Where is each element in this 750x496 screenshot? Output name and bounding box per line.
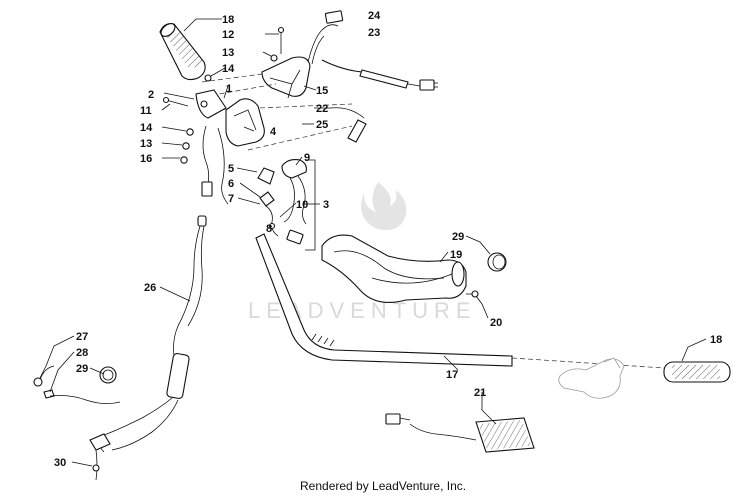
hand-guard: [321, 234, 467, 303]
callout-13-top: 13: [222, 47, 234, 59]
callout-20: 20: [490, 317, 502, 329]
callout-17: 17: [446, 369, 458, 381]
heater-lead-wire: [329, 107, 367, 143]
callout-30: 30: [54, 457, 66, 469]
callout-labels: 1 2 3 4 5 6 7 8 9 10 11 12 13 13 14 14 1…: [54, 10, 722, 469]
callout-29-left: 29: [76, 363, 88, 375]
nut: [204, 74, 212, 82]
handlebar: [255, 233, 513, 367]
callout-27: 27: [76, 331, 88, 343]
callout-29-right: 29: [452, 231, 464, 243]
callout-26: 26: [144, 282, 156, 294]
clamp-bolt: [270, 26, 285, 62]
callout-28: 28: [76, 347, 88, 359]
callout-9: 9: [304, 152, 310, 164]
cable-fittings: [33, 365, 121, 404]
callout-7: 7: [228, 193, 234, 205]
callout-6: 6: [228, 178, 234, 190]
clip-right: [487, 252, 507, 272]
callout-14-top: 14: [222, 63, 235, 75]
callout-25: 25: [316, 119, 328, 131]
footer-credit: Rendered by LeadVenture, Inc.: [300, 479, 466, 493]
left-grip: [159, 23, 206, 81]
throttle-housing: [261, 56, 311, 99]
brake-control-assembly: [162, 89, 265, 147]
callout-4: 4: [270, 126, 277, 138]
leader-lines: [39, 18, 707, 467]
callout-12: 12: [222, 29, 234, 41]
callout-11: 11: [140, 105, 152, 117]
callout-10: 10: [296, 199, 308, 211]
callout-19: 19: [450, 249, 462, 261]
callout-22: 22: [316, 103, 328, 115]
callout-2: 2: [148, 89, 154, 101]
callout-14-left: 14: [140, 122, 153, 134]
callout-24: 24: [368, 10, 381, 22]
phantom-right-control: [511, 357, 665, 399]
right-grip: [663, 361, 731, 383]
callout-1: 1: [226, 83, 232, 95]
callout-18-right: 18: [710, 334, 722, 346]
screw: [466, 290, 479, 298]
callout-15: 15: [316, 85, 328, 97]
grip-heater-pad: [385, 413, 535, 453]
callout-13-left: 13: [140, 138, 152, 150]
throttle-switch-cable: [307, 10, 438, 91]
throttle-cable: [89, 215, 207, 481]
callout-18-top: 18: [222, 14, 234, 26]
switch-assembly: [257, 159, 316, 251]
callout-5: 5: [228, 163, 234, 175]
callout-21: 21: [474, 387, 486, 399]
washers-left: [180, 128, 194, 164]
callout-16: 16: [140, 153, 152, 165]
callout-3: 3: [323, 199, 329, 211]
callout-8: 8: [266, 223, 272, 235]
brake-switch-harness: [201, 125, 229, 205]
callout-23: 23: [368, 27, 380, 39]
